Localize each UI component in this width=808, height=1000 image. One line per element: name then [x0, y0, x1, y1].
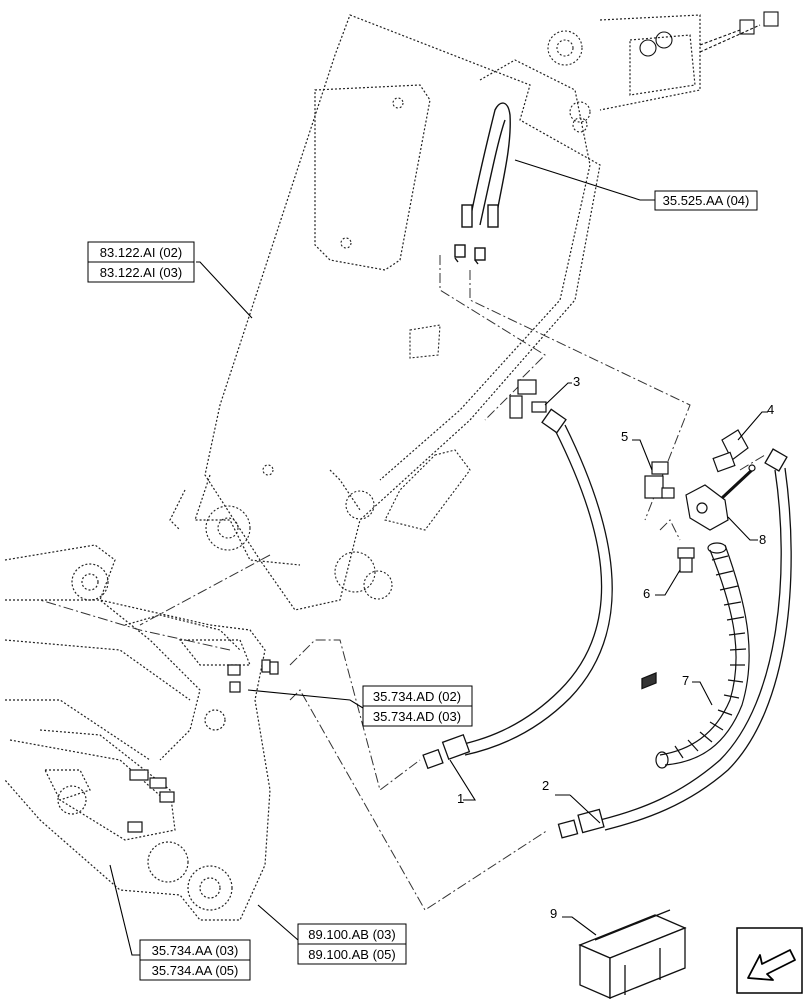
fitting-6 — [677, 547, 695, 573]
callout-4: 4 — [767, 402, 774, 417]
spiral-guard-7 — [655, 542, 750, 769]
callout-1: 1 — [457, 791, 464, 806]
svg-text:35.734.AD (03): 35.734.AD (03) — [373, 709, 461, 724]
valve-8 — [685, 464, 756, 531]
reference-89100[interactable]: 89.100.AB (03) 89.100.AB (05) — [297, 923, 407, 965]
svg-text:89.100.AB (05): 89.100.AB (05) — [308, 947, 395, 962]
routing-lines — [39, 255, 766, 911]
svg-text:35.734.AA (05): 35.734.AA (05) — [152, 963, 239, 978]
svg-text:83.122.AI (02): 83.122.AI (02) — [100, 245, 182, 260]
reference-83122[interactable]: 83.122.AI (02) 83.122.AI (03) — [87, 241, 195, 283]
callout-6: 6 — [643, 586, 650, 601]
svg-text:83.122.AI (03): 83.122.AI (03) — [100, 265, 182, 280]
reference-35525[interactable]: 35.525.AA (04) — [654, 190, 758, 211]
hose-1 — [422, 408, 613, 770]
boom-details — [205, 30, 591, 600]
attachment-frame — [4, 544, 271, 921]
hose-2 — [557, 448, 792, 839]
callout-8: 8 — [759, 532, 766, 547]
svg-text:35.734.AD (02): 35.734.AD (02) — [373, 689, 461, 704]
frame-fittings — [127, 659, 279, 833]
svg-text:35.525.AA (04): 35.525.AA (04) — [663, 193, 750, 208]
boom-arm — [169, 14, 701, 611]
fitting-4 — [712, 429, 749, 473]
fitting-3 — [509, 379, 547, 419]
boom-hoses — [454, 102, 511, 265]
svg-text:89.100.AB (03): 89.100.AB (03) — [308, 927, 395, 942]
callout-5: 5 — [621, 429, 628, 444]
callout-2: 2 — [542, 778, 549, 793]
reference-35734aa[interactable]: 35.734.AA (03) 35.734.AA (05) — [139, 939, 251, 981]
leader-lines — [109, 159, 768, 956]
callout-3: 3 — [573, 374, 580, 389]
reference-35734ad[interactable]: 35.734.AD (02) 35.734.AD (03) — [362, 685, 473, 727]
svg-text:35.734.AA (03): 35.734.AA (03) — [152, 943, 239, 958]
fitting-5 — [644, 461, 675, 499]
kit-box-icon — [578, 672, 687, 999]
callout-7: 7 — [682, 673, 689, 688]
arrow-icon[interactable] — [736, 927, 803, 994]
top-right-fittings — [639, 11, 779, 57]
callout-9: 9 — [550, 906, 557, 921]
